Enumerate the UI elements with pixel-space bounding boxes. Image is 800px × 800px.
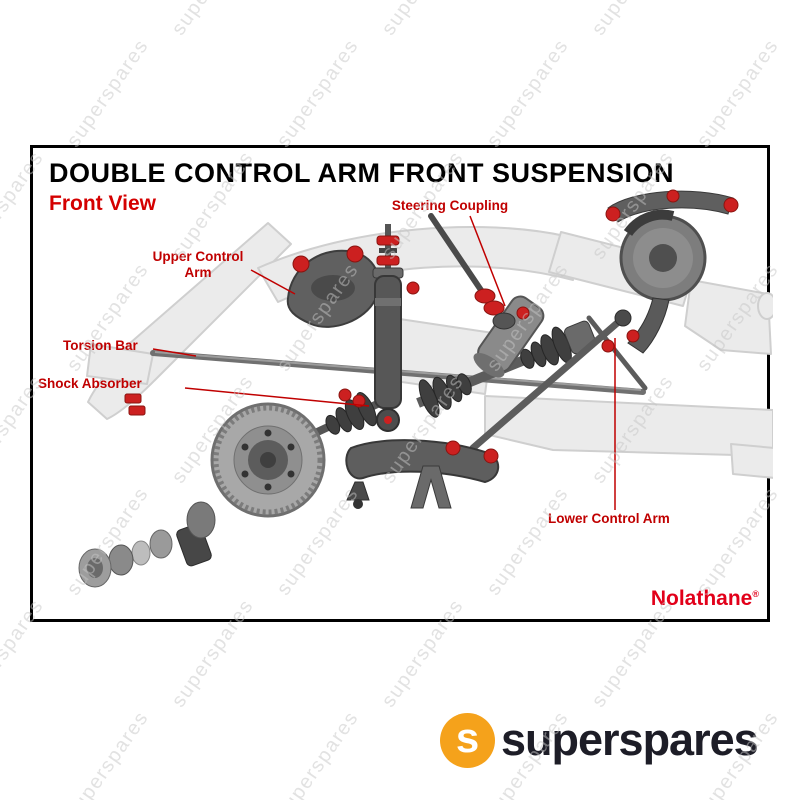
hub-exploded-parts <box>78 501 216 588</box>
watermark-text: superspares <box>168 0 259 40</box>
diagram-subtitle: Front View <box>49 192 156 215</box>
drag-link-part <box>586 315 648 391</box>
steering-coupling-part <box>428 213 545 378</box>
chassis-part <box>86 222 773 479</box>
label-upper-control-arm: Upper Control Arm <box>152 249 244 280</box>
label-leader-lines <box>152 215 616 510</box>
watermark-text: superspares <box>378 0 469 40</box>
superspares-logo: s superspares <box>440 710 759 770</box>
shock-absorber-part <box>338 224 420 432</box>
logo-letter: s <box>455 714 480 761</box>
diagram-panel: DOUBLE CONTROL ARM FRONT SUSPENSION Fron… <box>30 145 773 622</box>
watermark-text: superspares <box>482 35 574 152</box>
right-brake-knuckle-part <box>469 189 739 452</box>
watermark-text: superspares <box>62 35 154 152</box>
watermark-text: superspares <box>272 35 364 152</box>
watermark-text: superspares <box>0 0 49 40</box>
nolathane-logo: Nolathane® <box>651 587 759 611</box>
label-lower-control-arm: Lower Control Arm <box>548 511 670 526</box>
watermark-text: superspares <box>62 707 154 800</box>
lower-control-arm-part <box>345 439 500 509</box>
watermark-text: superspares <box>692 35 784 152</box>
watermark-text: superspares <box>588 0 679 40</box>
superspares-logo-icon: s <box>440 712 495 768</box>
diagram-title: DOUBLE CONTROL ARM FRONT SUSPENSION <box>49 158 675 188</box>
watermark-text: superspares <box>272 707 364 800</box>
registered-mark-icon: ® <box>752 589 759 599</box>
superspares-brand-text: superspares <box>501 714 759 765</box>
label-steering-coupling: Steering Coupling <box>391 198 509 213</box>
brake-rotor-part <box>210 402 326 518</box>
upper-control-arm-part <box>286 245 380 328</box>
label-shock-absorber: Shock Absorber <box>38 376 142 391</box>
label-torsion-bar: Torsion Bar <box>63 338 138 353</box>
suspension-illustration <box>78 189 773 588</box>
nolathane-logo-text: Nolathane <box>650 587 753 610</box>
